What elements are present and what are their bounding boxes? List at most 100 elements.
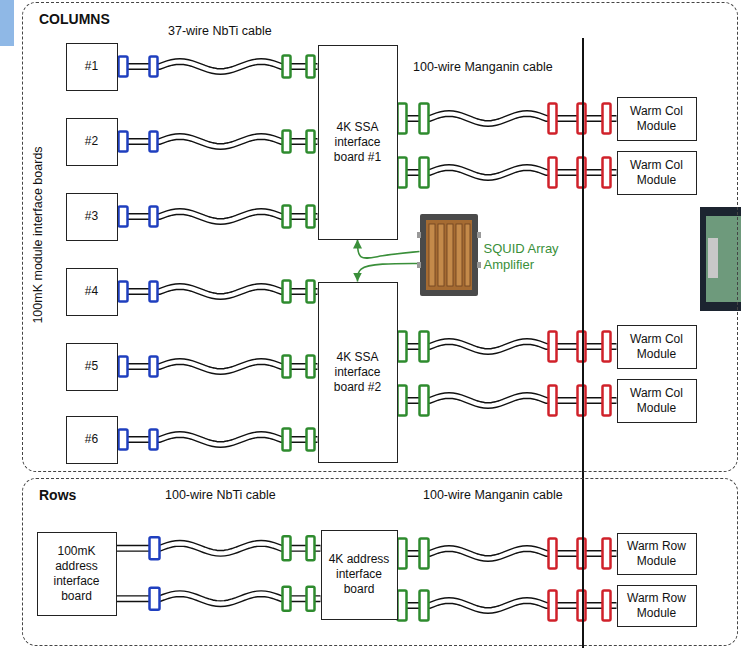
box-label: 4K address interface board (326, 552, 393, 597)
cable-connector (549, 158, 557, 188)
module-board: #5 (66, 343, 118, 391)
warm-module: Warm Row Module (617, 585, 697, 627)
cable-connector (150, 357, 158, 377)
box-label: 100mK address interface board (42, 544, 112, 604)
cable-connector (603, 332, 611, 362)
cable-connector (549, 104, 557, 134)
box-label: #5 (85, 359, 98, 374)
cable-connector (307, 536, 315, 560)
cable-connector (578, 539, 586, 569)
box-label: #4 (85, 284, 98, 299)
cable-connector (603, 591, 611, 621)
cable-connector (283, 206, 291, 228)
cable-connector (578, 104, 586, 134)
cable-connector (398, 539, 407, 569)
cable-connector (420, 386, 429, 416)
box-label: Warm Row Module (622, 591, 692, 621)
cable-connector (549, 332, 557, 362)
cable-connector (307, 356, 315, 378)
cable-connector (307, 56, 315, 78)
cable-connector (283, 536, 291, 560)
chip-array (429, 224, 435, 286)
amplifier-callout: SQUID Array Amplifier (420, 212, 570, 302)
edge-tab (0, 0, 14, 46)
cable-label: 100-wire Manganin cable (413, 60, 553, 74)
cable-connector (603, 104, 611, 134)
cable-connector (578, 591, 586, 621)
vacuum-wall-line (582, 38, 584, 648)
cable-connector (150, 207, 158, 227)
box-label: Warm Col Module (622, 332, 692, 362)
address-board: 100mK address interface board (37, 532, 117, 616)
warm-module: Warm Col Module (617, 97, 697, 141)
cable-connector (283, 281, 291, 303)
pointer-arrow (358, 240, 420, 259)
cable-connector (119, 430, 128, 450)
cable-connector (549, 591, 557, 621)
cable-connector (603, 158, 611, 188)
box-label: Warm Row Module (622, 539, 692, 569)
chip-pad (417, 232, 421, 238)
chip-pad (417, 262, 421, 268)
warm-module: Warm Col Module (617, 151, 697, 195)
region-title: Rows (39, 487, 76, 503)
chip-array (465, 224, 470, 286)
cable-connector (283, 356, 291, 378)
cable-label: 100-wire Manganin cable (423, 488, 563, 502)
cable-connector (398, 104, 407, 134)
squid-chip (417, 214, 481, 296)
warm-module: Warm Col Module (617, 325, 697, 369)
cable-connector (398, 158, 407, 188)
module-board: #6 (66, 416, 118, 464)
cable-connector (578, 158, 586, 188)
ssa-board: 4K SSA interface board #1 (318, 45, 398, 240)
photo-board (706, 216, 741, 302)
photo-connector (708, 238, 718, 278)
chip-die (426, 220, 472, 290)
cable-connector (307, 281, 315, 303)
box-label: #3 (85, 209, 98, 224)
cable-connector (150, 282, 158, 302)
chip-array (438, 224, 444, 286)
pointer-line (358, 264, 420, 282)
cable-connector (119, 207, 128, 227)
cable-label: 37-wire NbTi cable (168, 24, 272, 38)
cable-connector (150, 588, 160, 610)
cable-connector (283, 429, 291, 451)
region-title: COLUMNS (39, 11, 110, 27)
pointer-line (358, 240, 420, 259)
box-label: Warm Col Module (622, 158, 692, 188)
cable-connector (119, 282, 128, 302)
box-label: 4K SSA interface board #2 (323, 350, 393, 395)
cable-connector (119, 357, 128, 377)
group-region: Rows 100mK address interface board 4K addr… (22, 478, 738, 646)
cable-connector (307, 206, 315, 228)
cable-connector (603, 539, 611, 569)
board-photo (700, 207, 741, 311)
cable-connector (283, 587, 291, 611)
box-label: 4K SSA interface board #1 (323, 120, 393, 165)
chip-array (447, 224, 453, 286)
module-board: #4 (66, 268, 118, 316)
cable-connector (578, 386, 586, 416)
cable-connector (150, 132, 158, 152)
cable-connector (420, 332, 429, 362)
module-board: #3 (66, 193, 118, 241)
cable-connector (283, 56, 291, 78)
cable-connector (398, 332, 407, 362)
box-label: Warm Col Module (622, 386, 692, 416)
cable-label: 100-wire NbTi cable (165, 488, 276, 502)
chip-pad (477, 232, 481, 238)
chip-pad (477, 262, 481, 268)
photo-frame (700, 207, 741, 311)
warm-module: Warm Row Module (617, 533, 697, 575)
cable-connector (283, 131, 291, 153)
box-label: #1 (85, 59, 98, 74)
cable-connector (420, 591, 429, 621)
cable-connector (119, 57, 128, 77)
ssa-board: 4K SSA interface board #2 (318, 282, 398, 463)
module-board: #1 (66, 43, 118, 91)
cable-connector (307, 429, 315, 451)
cable-connector (119, 132, 128, 152)
cable-connector (398, 386, 407, 416)
